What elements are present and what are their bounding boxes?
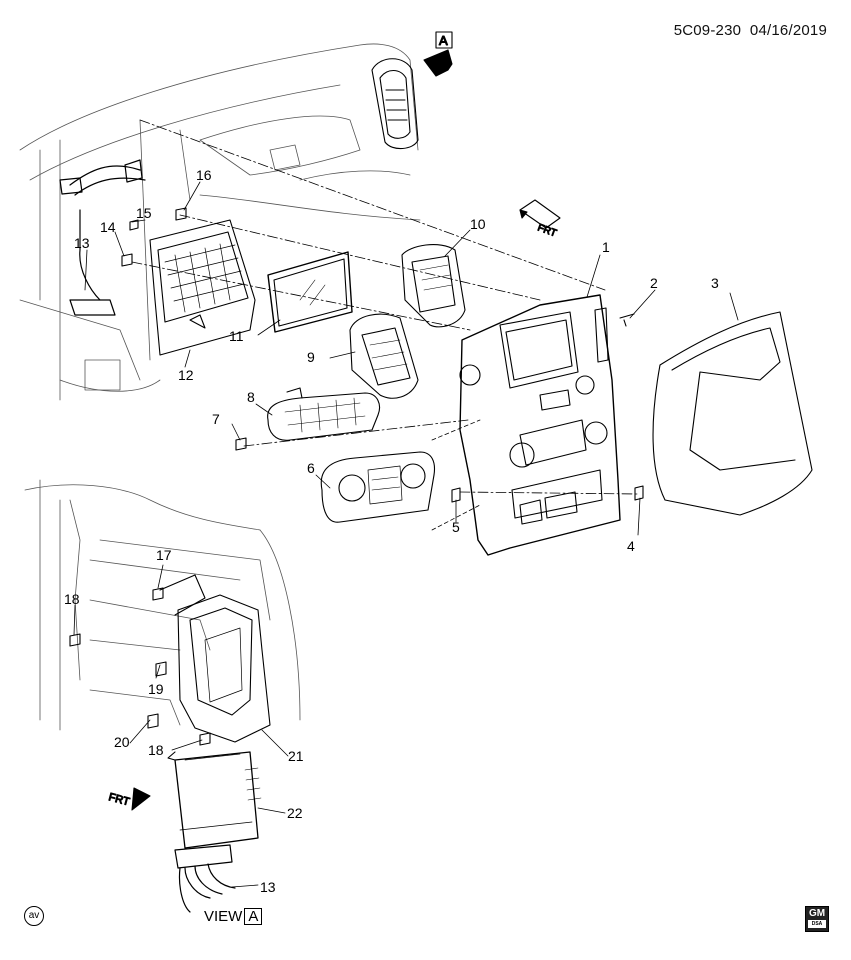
air-vent <box>371 58 419 150</box>
view-label-letter: A <box>244 908 263 925</box>
callout-4: 4 <box>627 538 635 554</box>
gm-logo-subtext: DSA <box>808 920 826 928</box>
callout-13: 13 <box>74 235 90 251</box>
callout-18-lower: 18 <box>148 742 164 758</box>
callout-numbers: 1 2 3 4 5 6 7 8 9 10 11 12 13 14 15 16 1… <box>64 167 719 895</box>
part-10-module <box>401 244 466 328</box>
leader-lines <box>73 119 739 888</box>
fasteners-upper <box>121 207 644 503</box>
gm-logo-text: GM <box>808 908 826 919</box>
frt-arrow-lower <box>131 787 151 811</box>
callout-17: 17 <box>156 547 172 563</box>
callout-13-lower: 13 <box>260 879 276 895</box>
part-22-module <box>167 751 262 849</box>
view-a-background <box>24 479 301 731</box>
part-3-trim-panel <box>652 311 813 516</box>
callout-11: 11 <box>229 328 244 344</box>
frt-label-lower: FRT <box>107 791 131 808</box>
callout-15: 15 <box>136 205 152 221</box>
av-badge: av <box>24 906 44 926</box>
callout-5: 5 <box>452 519 460 535</box>
callout-19: 19 <box>148 681 164 697</box>
callout-1: 1 <box>602 239 610 255</box>
view-a-arrow-letter: A <box>439 33 448 48</box>
callout-3: 3 <box>711 275 719 291</box>
callout-18: 18 <box>64 591 80 607</box>
callout-8: 8 <box>247 389 255 405</box>
diagram-code: 5C09-230 04/16/2019 <box>674 22 827 39</box>
callout-16: 16 <box>196 167 212 183</box>
callout-6: 6 <box>307 460 315 476</box>
wiring-harness-upper <box>59 159 146 316</box>
part-8-switch-panel <box>267 387 381 441</box>
callout-9: 9 <box>307 349 315 365</box>
callout-20: 20 <box>114 734 130 750</box>
callout-7: 7 <box>212 411 220 427</box>
callout-2: 2 <box>650 275 658 291</box>
wiring-harness-lower <box>174 844 236 913</box>
part-12-display-bracket <box>149 219 256 356</box>
fasteners-lower <box>69 587 211 746</box>
callout-14: 14 <box>100 219 116 235</box>
diagram-code-number: 5C09-230 <box>673 22 742 39</box>
frt-label-upper: FRT <box>536 222 558 239</box>
callout-21: 21 <box>288 748 304 764</box>
part-11-display-screen <box>267 251 353 333</box>
view-a-arrow <box>423 31 453 77</box>
callout-10: 10 <box>470 216 486 232</box>
part-6-hvac-control <box>320 451 436 523</box>
part-9-module <box>349 313 419 399</box>
part-1-center-bezel <box>459 294 621 556</box>
callout-22: 22 <box>287 805 303 821</box>
gm-logo: GM DSA <box>805 906 829 932</box>
part-21-bracket <box>159 574 271 743</box>
callout-12: 12 <box>178 367 194 383</box>
view-label-prefix: VIEW <box>204 908 243 925</box>
dashboard-background <box>19 43 421 401</box>
frt-arrow-upper <box>519 199 561 229</box>
diagram-date: 04/16/2019 <box>749 22 827 39</box>
